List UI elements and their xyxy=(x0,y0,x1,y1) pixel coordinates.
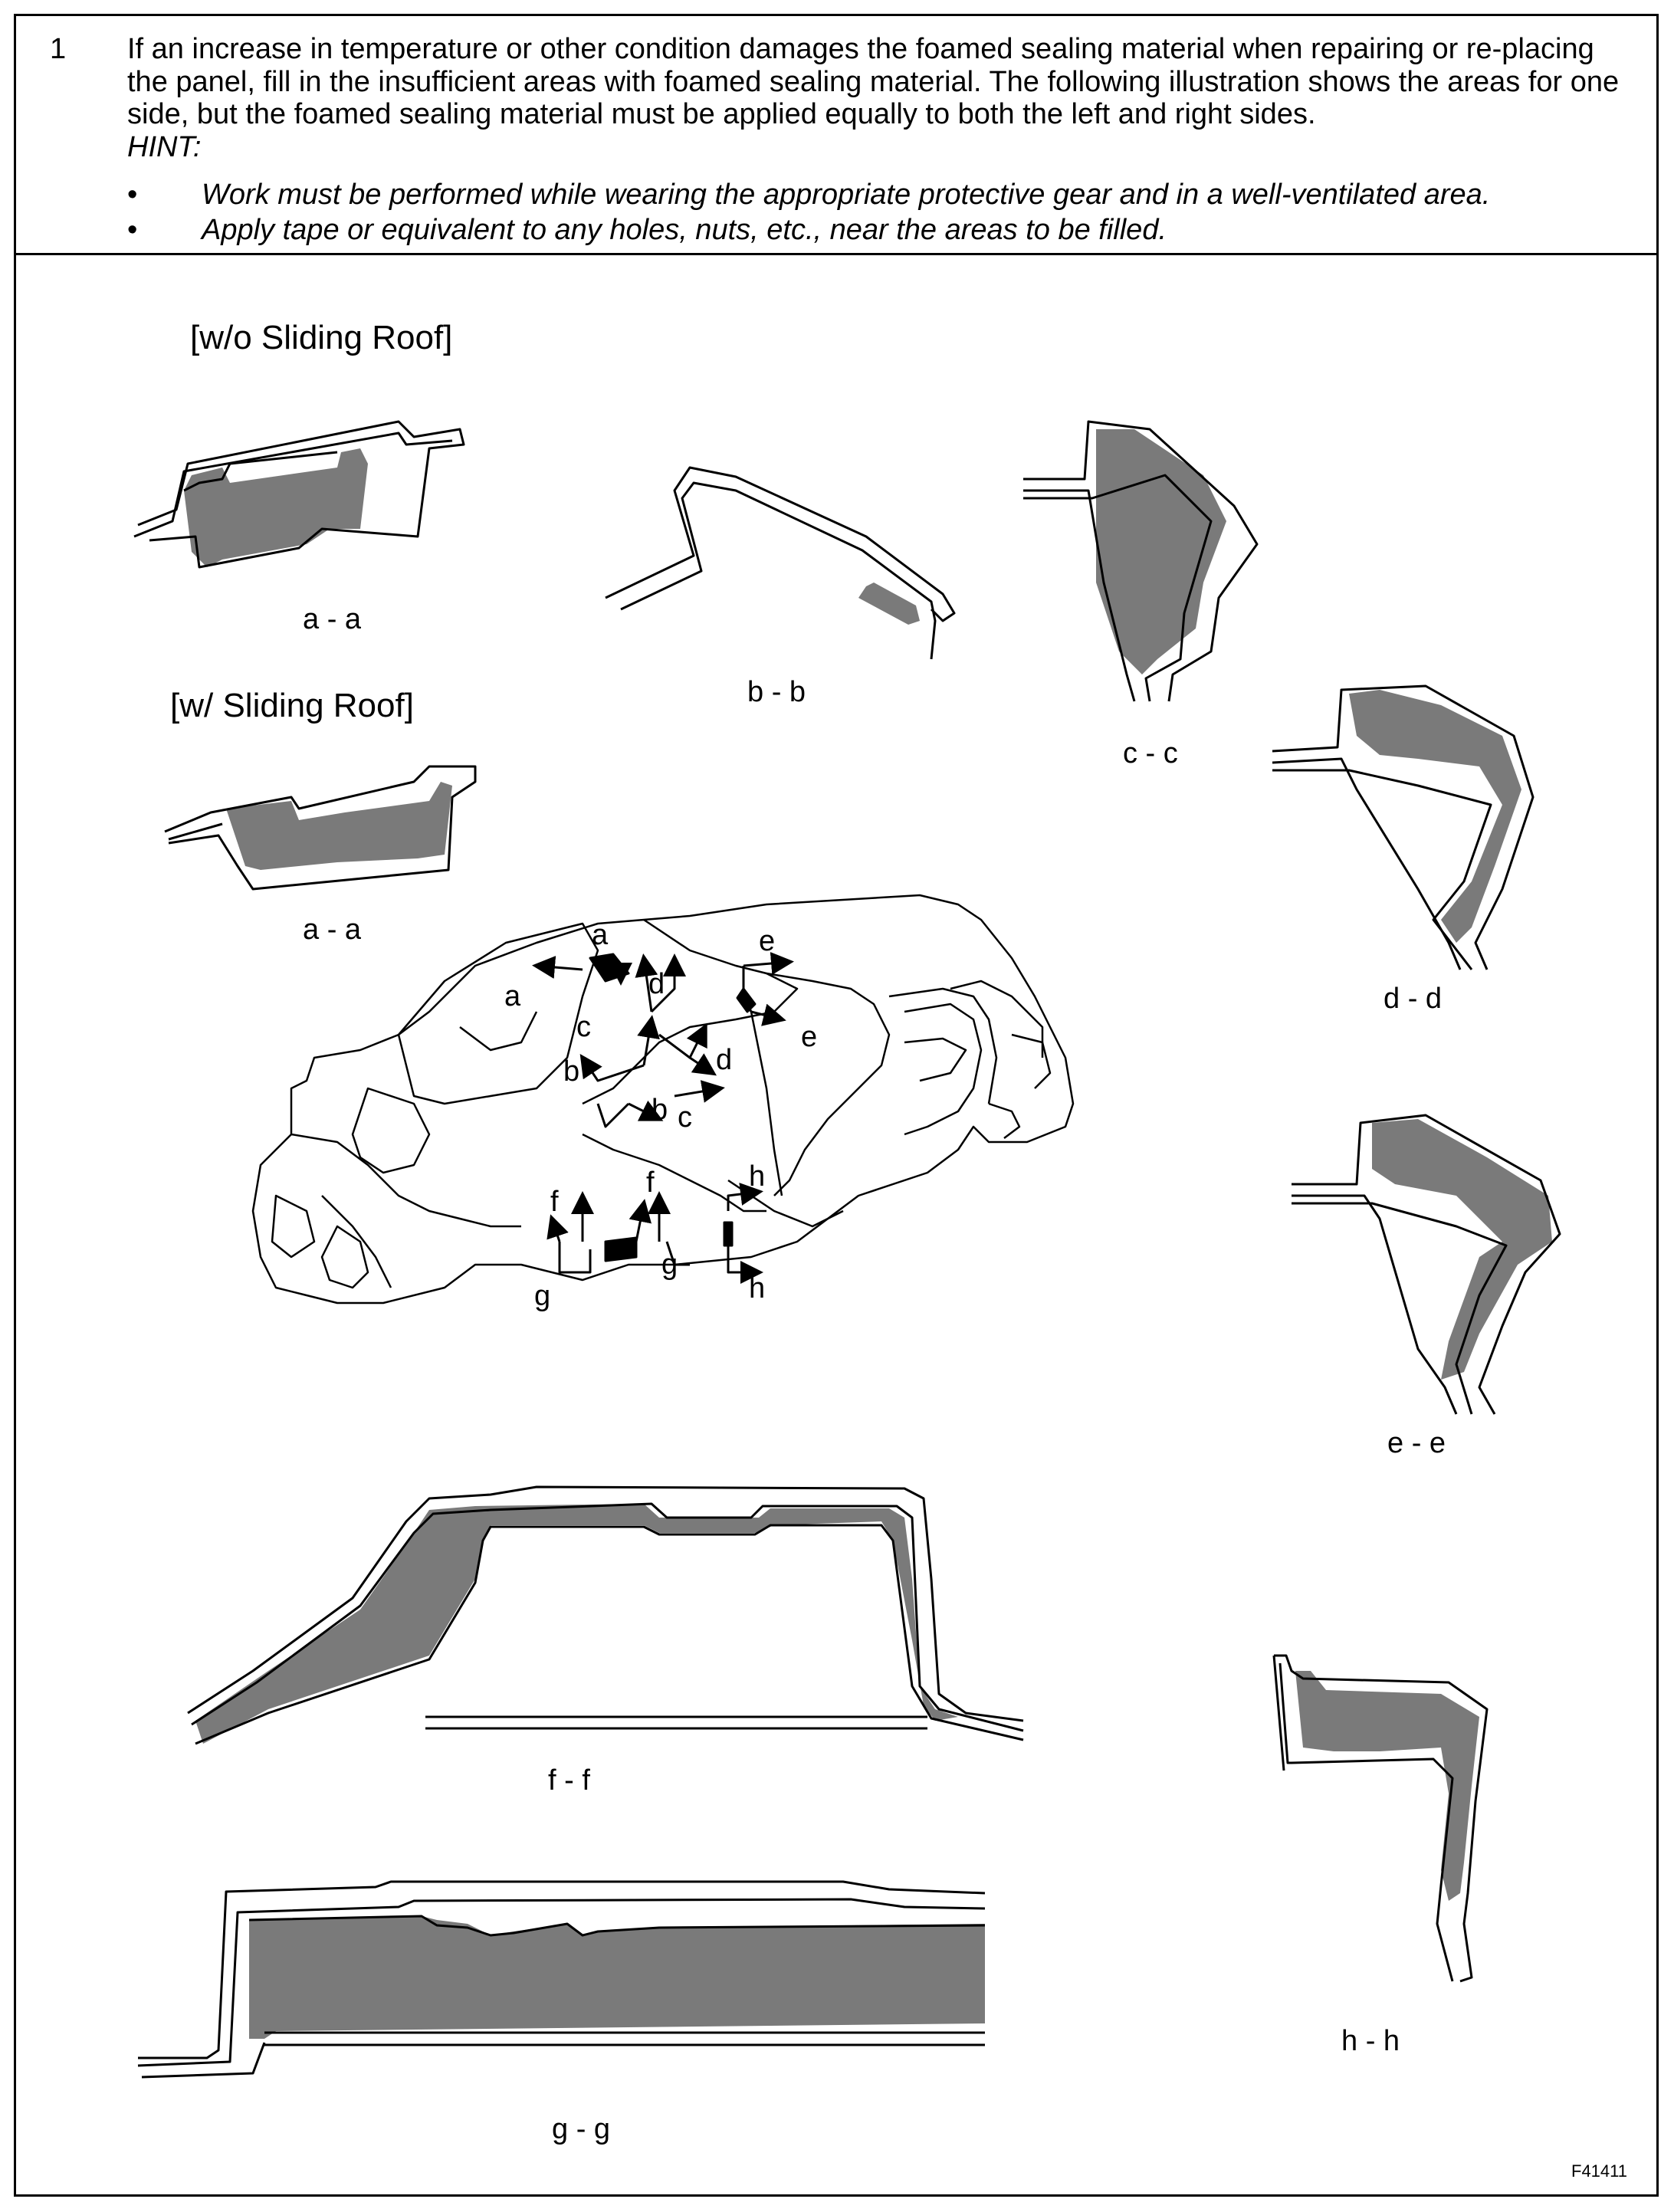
car-marker-c: c xyxy=(678,1101,692,1134)
instruction-body: If an increase in temperature or other c… xyxy=(127,33,1620,131)
car-marker-a: a xyxy=(504,980,521,1012)
section-label-hh: h - h xyxy=(1341,2025,1400,2057)
car-marker-c: c xyxy=(576,1011,591,1043)
section-hh xyxy=(1272,1654,1489,1983)
figure-code: F41411 xyxy=(1571,2161,1627,2181)
section-label-ff: f - f xyxy=(548,1764,590,1797)
car-marker-e: e xyxy=(801,1021,817,1053)
car-marker-g: g xyxy=(534,1280,550,1312)
section-cc xyxy=(1023,420,1259,702)
section-label-bb: b - b xyxy=(747,676,806,708)
section-label-cc: c - c xyxy=(1123,737,1178,770)
section-label-dd: d - d xyxy=(1384,983,1442,1015)
car-marker-f: f xyxy=(646,1167,655,1199)
section-label-aa-2: a - a xyxy=(303,914,362,946)
car-marker-g: g xyxy=(661,1249,678,1281)
label-without-sliding-roof: [w/o Sliding Roof] xyxy=(190,319,452,356)
hint-label: HINT: xyxy=(127,130,202,163)
section-ee xyxy=(1292,1114,1561,1415)
step-number: 1 xyxy=(50,33,67,65)
car-marker-b: b xyxy=(563,1055,579,1088)
section-dd xyxy=(1272,684,1534,970)
page-frame: 1 If an increase in temperature or other… xyxy=(14,14,1659,2197)
bullet-text: Work must be performed while wearing the… xyxy=(202,179,1491,211)
section-gg xyxy=(137,1880,986,2079)
section-label-ee: e - e xyxy=(1387,1427,1446,1459)
car-marker-e: e xyxy=(759,925,775,957)
bullet-icon: • xyxy=(127,214,138,246)
car-marker-h: h xyxy=(749,1160,765,1193)
section-bb xyxy=(605,466,956,660)
section-aa-with-sliding-roof xyxy=(164,765,477,891)
car-marker-f: f xyxy=(550,1186,559,1218)
car-marker-d: d xyxy=(716,1044,732,1076)
car-body-illustration xyxy=(251,894,1075,1305)
car-marker-h: h xyxy=(749,1272,765,1305)
car-section-arrows xyxy=(532,952,794,1284)
section-label-gg: g - g xyxy=(552,2113,610,2145)
bullet-text: Apply tape or equivalent to any holes, n… xyxy=(202,214,1167,246)
instruction-box: 1 If an increase in temperature or other… xyxy=(16,16,1656,255)
section-label-aa-1: a - a xyxy=(303,603,362,635)
section-ff xyxy=(187,1485,1024,1745)
instruction-text: If an increase in temperature or other c… xyxy=(127,33,1630,163)
section-aa-without-sliding-roof xyxy=(133,420,465,569)
car-marker-b: b xyxy=(652,1094,668,1126)
bullet-icon: • xyxy=(127,179,138,211)
car-marker-a: a xyxy=(592,919,609,951)
car-marker-d: d xyxy=(648,968,665,1000)
label-with-sliding-roof: [w/ Sliding Roof] xyxy=(170,687,414,724)
